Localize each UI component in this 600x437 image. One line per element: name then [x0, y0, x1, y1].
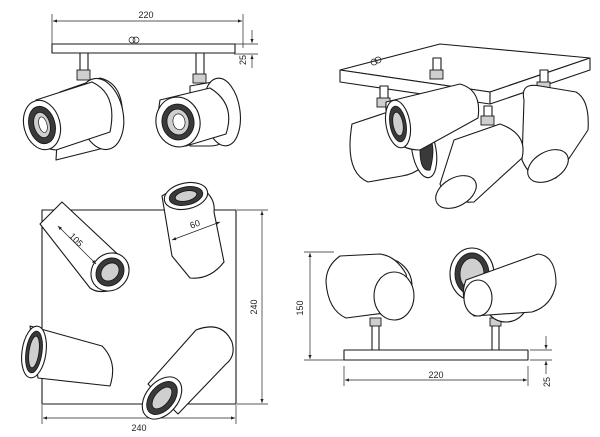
- base-plate-front: [343, 349, 529, 361]
- spot-right-front: [155, 87, 230, 148]
- dimension-front-plate: 25: [530, 336, 552, 387]
- junction-box-icon: [128, 36, 140, 44]
- spot-plan-top-left: 105: [39, 201, 130, 293]
- spot-plan-bottom-left: [21, 325, 114, 387]
- stem-right-joint: [192, 73, 207, 84]
- dimension-label-front-plate: 25: [542, 377, 552, 387]
- dimension-label-square-bottom: 240: [131, 423, 146, 433]
- dimension-square-bottom: 240: [41, 405, 237, 433]
- dimension-label-cylinder-diameter: 60: [189, 218, 202, 231]
- spot-front-left: [325, 253, 415, 321]
- spot-persp-left-front: [384, 83, 480, 151]
- spot-front-right: [449, 247, 557, 323]
- base-plate-side: [51, 43, 236, 54]
- view-front-two-spots: 150 220 25: [295, 247, 557, 387]
- dimension-label-square-right: 240: [249, 299, 259, 314]
- junction-box-icon-perspective: [370, 56, 382, 66]
- spot-persp-front: [435, 123, 524, 209]
- dimension-label-front-height: 150: [295, 300, 305, 315]
- view-plan-square: 240 240 105 60: [21, 181, 268, 433]
- dimension-top-width: 220: [51, 10, 244, 48]
- spot-plan-bottom-right: [141, 326, 234, 420]
- dimension-label-top-width: 220: [138, 10, 153, 20]
- dimension-label-front-width: 220: [428, 370, 443, 380]
- dimension-front-height: 150: [295, 251, 344, 361]
- dimension-label-top-height: 25: [238, 55, 248, 65]
- view-side-two-spots: 220 25: [22, 10, 258, 161]
- view-perspective-four-spots: [339, 43, 591, 209]
- spot-persp-right: [521, 84, 589, 183]
- dimension-front-width: 220: [343, 366, 529, 386]
- spot-left-front: [22, 81, 113, 151]
- dimension-square-right: 240: [237, 209, 268, 405]
- dimension-top-height: 25: [234, 30, 258, 68]
- spot-plan-top-right: 60: [161, 181, 225, 279]
- stem-left-joint: [76, 69, 91, 81]
